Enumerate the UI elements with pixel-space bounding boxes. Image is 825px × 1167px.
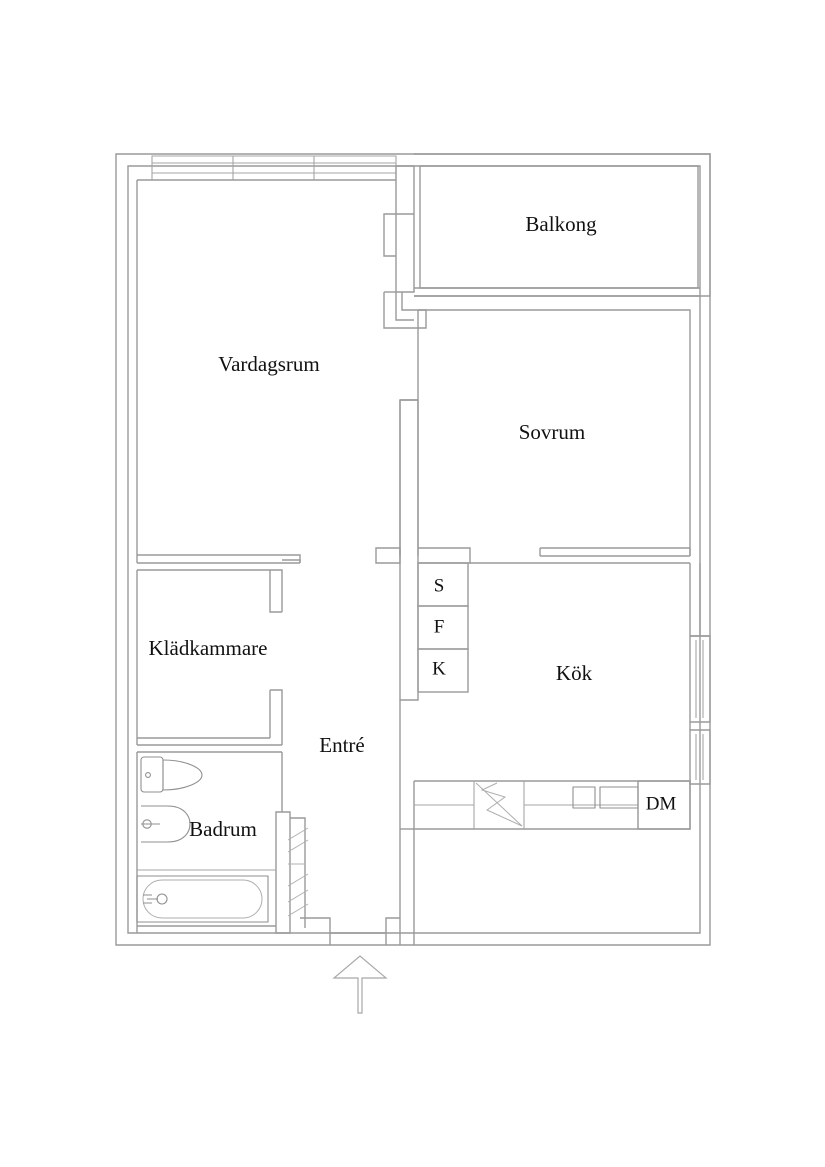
label-freezer-f: F [434,616,445,637]
fixture-toilet [140,756,203,793]
partition-center-lower [399,399,419,701]
partition-center-upper [383,165,427,329]
label-cabinet-s: S [434,575,445,596]
room-kladkammare-walls [136,559,301,746]
bathroom-door-hatch [287,817,309,928]
fixture-washbasin [141,805,191,843]
label-fridge-k: K [432,658,446,679]
hall-entre-walls [300,700,415,945]
room-balkong-walls [414,153,711,297]
fixture-bathtub [136,875,269,923]
room-kok-walls [470,562,711,785]
label-balkong: Balkong [525,212,597,236]
label-kok: Kök [556,661,593,685]
entrance-arrow [332,955,388,1014]
room-vardagsrum-walls [136,179,396,564]
room-badrum-walls [136,751,291,934]
appliance-labels: S F K DM [432,575,676,814]
kitchen-counter-run [413,780,691,830]
label-badrum: Badrum [189,817,257,841]
label-vardagsrum: Vardagsrum [218,352,319,376]
room-labels: Vardagsrum Balkong Sovrum Klädkammare Kö… [149,212,598,841]
cabinet-stack-sfk [417,562,469,693]
label-entre: Entré [319,733,364,757]
label-kladkammare: Klädkammare [149,636,268,660]
window-band-top [151,155,397,181]
label-dishwasher-dm: DM [646,793,677,814]
label-sovrum: Sovrum [519,420,586,444]
